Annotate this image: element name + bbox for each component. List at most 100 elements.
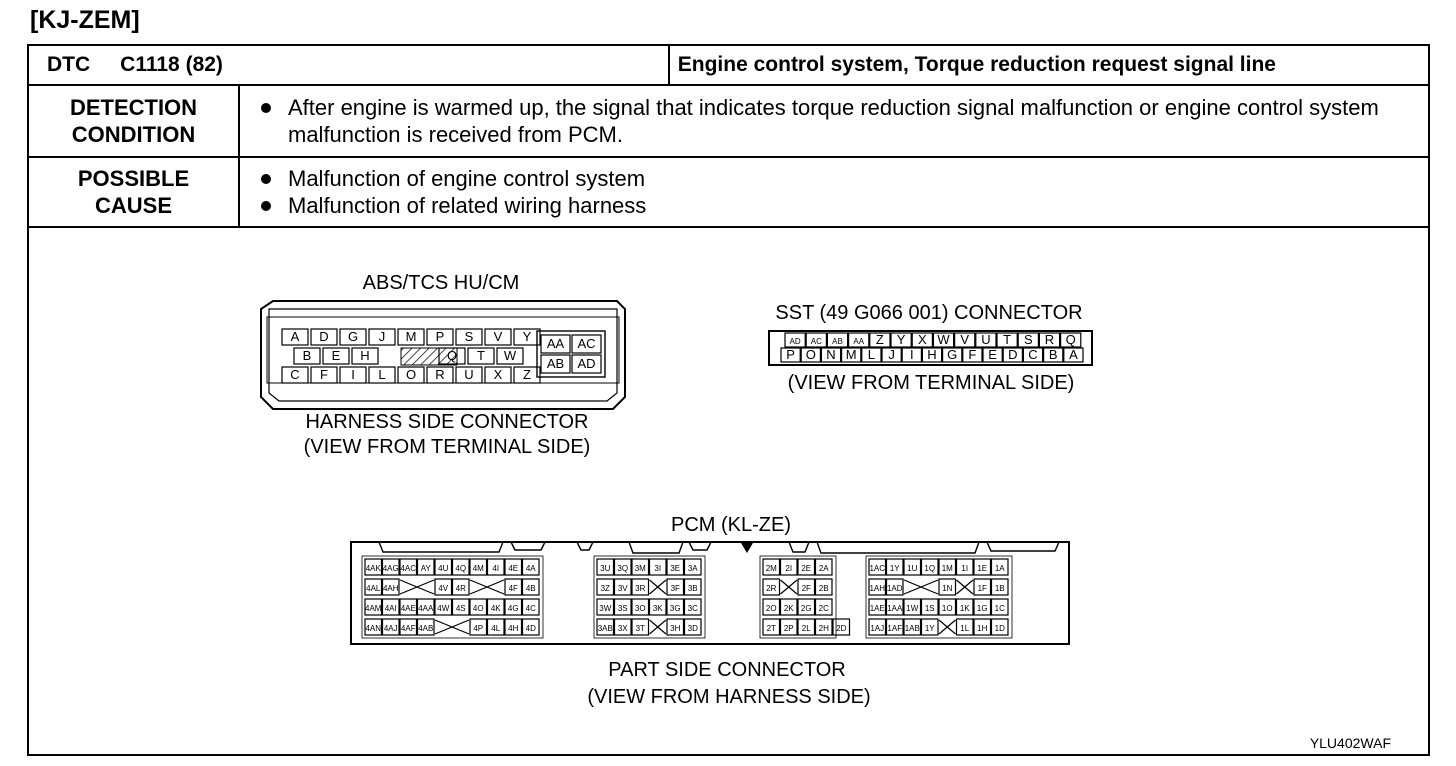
svg-text:4O: 4O [473,604,484,613]
svg-text:R: R [1045,332,1054,347]
abs-connector-caption-2: (VIEW FROM TERMINAL SIDE) [304,436,591,458]
svg-text:2T: 2T [767,624,776,633]
pcm-pin: 3C [683,598,702,616]
pcm-pin: 3X [613,618,632,636]
svg-text:4M: 4M [473,564,484,573]
pcm-pin: 3Q [613,558,632,576]
sst-pin: W [932,332,955,348]
svg-text:1AF: 1AF [887,624,902,633]
cause-item: Malfunction of engine control system [258,165,1428,192]
abs-pin: D [310,328,338,346]
svg-text:3X: 3X [618,624,628,633]
svg-text:T: T [1003,332,1011,347]
svg-text:AB: AB [832,337,843,346]
svg-text:AC: AC [577,336,595,351]
pcm-pin: 4D [521,618,540,636]
svg-text:1Y: 1Y [925,624,935,633]
pcm-pin: 4R [451,578,470,596]
pcm-pin: 2H [814,618,833,636]
svg-text:I: I [351,367,355,382]
pcm-pin: 1K [955,598,974,616]
pcm-pin: 3G [666,598,685,616]
pcm-pin: 1AB [903,618,922,636]
pcm-pin: 1AF [885,618,904,636]
detection-item: After engine is warmed up, the signal th… [258,94,1428,148]
pcm-pin: 3V [613,578,632,596]
pcm-pin: 1S [920,598,939,616]
abs-pin: C [281,366,309,384]
svg-text:1A: 1A [995,564,1005,573]
svg-text:R: R [435,367,444,382]
pcm-pin: 2P [779,618,798,636]
svg-text:P: P [436,329,445,344]
abs-pin: Y [513,328,541,346]
svg-text:V: V [494,329,503,344]
sst-pin: E [982,347,1003,363]
pcm-pin: 1O [938,598,957,616]
pcm-blank-cavity [780,579,798,595]
abs-pin: S [455,328,483,346]
svg-text:1AB: 1AB [905,624,920,633]
abs-pin: M [397,328,425,346]
svg-text:1K: 1K [960,604,970,613]
abs-connector-title: ABS/TCS HU/CM [363,272,520,294]
svg-text:4AJ: 4AJ [384,624,398,633]
pcm-pin: 3I [648,558,667,576]
svg-text:3Q: 3Q [617,564,628,573]
pcm-pin: 4E [504,558,523,576]
pcm-pin: 3B [683,578,702,596]
pcm-blank-cavity [469,579,505,595]
sst-pin: F [962,347,983,363]
svg-text:4AN: 4AN [365,624,381,633]
svg-text:1AJ: 1AJ [870,624,884,633]
svg-text:O: O [806,347,816,362]
pcm-pin: 2D [832,618,851,636]
pcm-pin: 3AB [596,618,615,636]
sst-pin: V [953,332,976,348]
svg-text:1O: 1O [942,604,953,613]
pcm-pin: 1H [973,618,992,636]
sst-connector-body [768,330,1093,366]
pcm-pin: 4L [486,618,505,636]
abs-blanked-cavity [400,347,458,366]
pcm-pin: 4AI [381,598,400,616]
sst-pin: C [1022,347,1044,363]
pcm-pin: 1Y [920,618,939,636]
svg-text:X: X [494,367,503,382]
pcm-pin: 2E [797,558,816,576]
pcm-pin: 3A [683,558,702,576]
pcm-pin: 3K [648,598,667,616]
svg-text:4AK: 4AK [366,564,382,573]
svg-text:4AE: 4AE [401,604,416,613]
svg-text:G: G [348,329,358,344]
svg-text:D: D [1008,347,1017,362]
svg-text:A: A [291,329,300,344]
pcm-pin: 3D [683,618,702,636]
cause-label-line1: POSSIBLE [77,166,190,191]
pcm-blank-cavity [938,619,956,635]
svg-text:G: G [947,347,957,362]
abs-pin: G [339,328,367,346]
svg-text:X: X [918,332,927,347]
sst-connector-caption: (VIEW FROM TERMINAL SIDE) [788,372,1075,394]
svg-text:2R: 2R [766,584,776,593]
cause-row: POSSIBLE CAUSE Malfunction of engine con… [27,156,1430,228]
pcm-blank-cavity [434,619,470,635]
pcm-pin: 1W [903,598,922,616]
abs-pin: J [368,328,396,346]
pcm-pin: 3O [631,598,650,616]
sst-pin: U [975,332,997,348]
pcm-pin: 1L [955,618,974,636]
abs-pin: B [293,347,321,365]
svg-text:3H: 3H [670,624,680,633]
sst-pin: A [1063,347,1084,363]
svg-text:AY: AY [421,564,432,573]
svg-text:F: F [968,347,976,362]
svg-text:3U: 3U [600,564,610,573]
pcm-pin: 4Q [451,558,470,576]
figure-reference: YLU402WAF [1310,735,1391,751]
svg-text:1AA: 1AA [887,604,903,613]
svg-text:2M: 2M [766,564,777,573]
sst-pin: N [820,347,842,363]
svg-text:1AH: 1AH [869,584,885,593]
